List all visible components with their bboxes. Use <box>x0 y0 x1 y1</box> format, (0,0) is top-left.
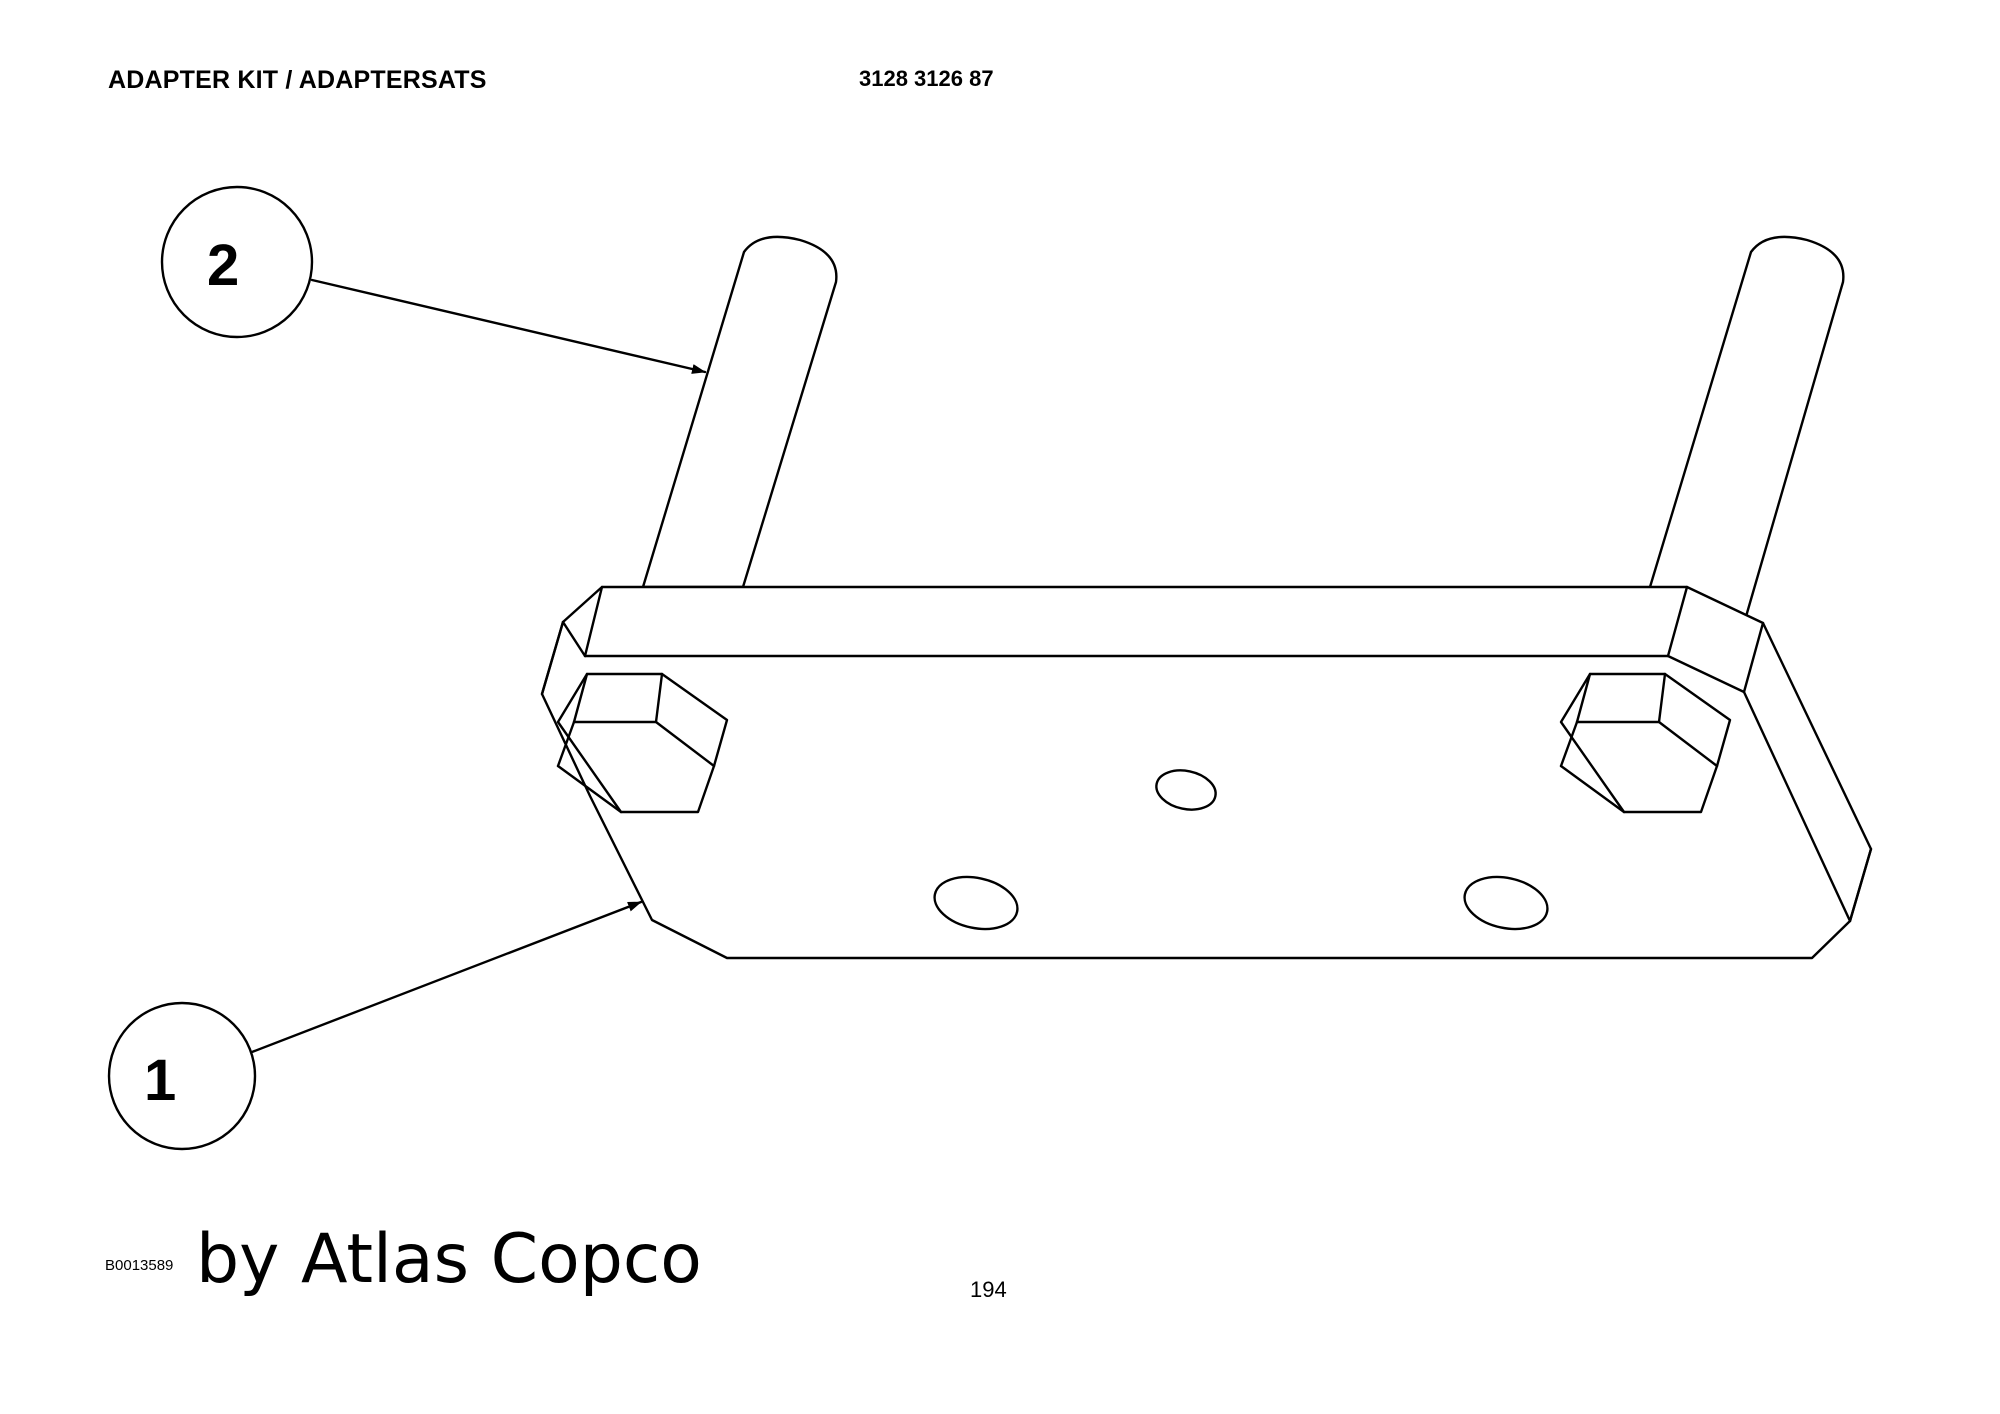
callout-1: 1 <box>107 900 643 1151</box>
hex-nut-right <box>1559 672 1732 814</box>
callout-2-number: 2 <box>207 233 239 298</box>
document-title: ADAPTER KIT / ADAPTERSATS <box>108 66 487 94</box>
adapter-plate <box>540 585 1873 960</box>
hole-left <box>933 875 1019 931</box>
hole-right <box>1463 875 1549 931</box>
callout-2: 2 <box>160 185 707 374</box>
watermark-text: by Atlas Copco <box>196 1220 702 1299</box>
page-number: 194 <box>970 1277 1007 1302</box>
drawing-id: B0013589 <box>105 1257 174 1274</box>
hole-center <box>1155 769 1217 811</box>
pin-left <box>641 235 838 589</box>
hex-nut-left <box>556 672 729 814</box>
pin-right <box>1648 235 1845 622</box>
part-number: 3128 3126 87 <box>859 66 994 91</box>
callout-1-number: 1 <box>144 1048 176 1113</box>
